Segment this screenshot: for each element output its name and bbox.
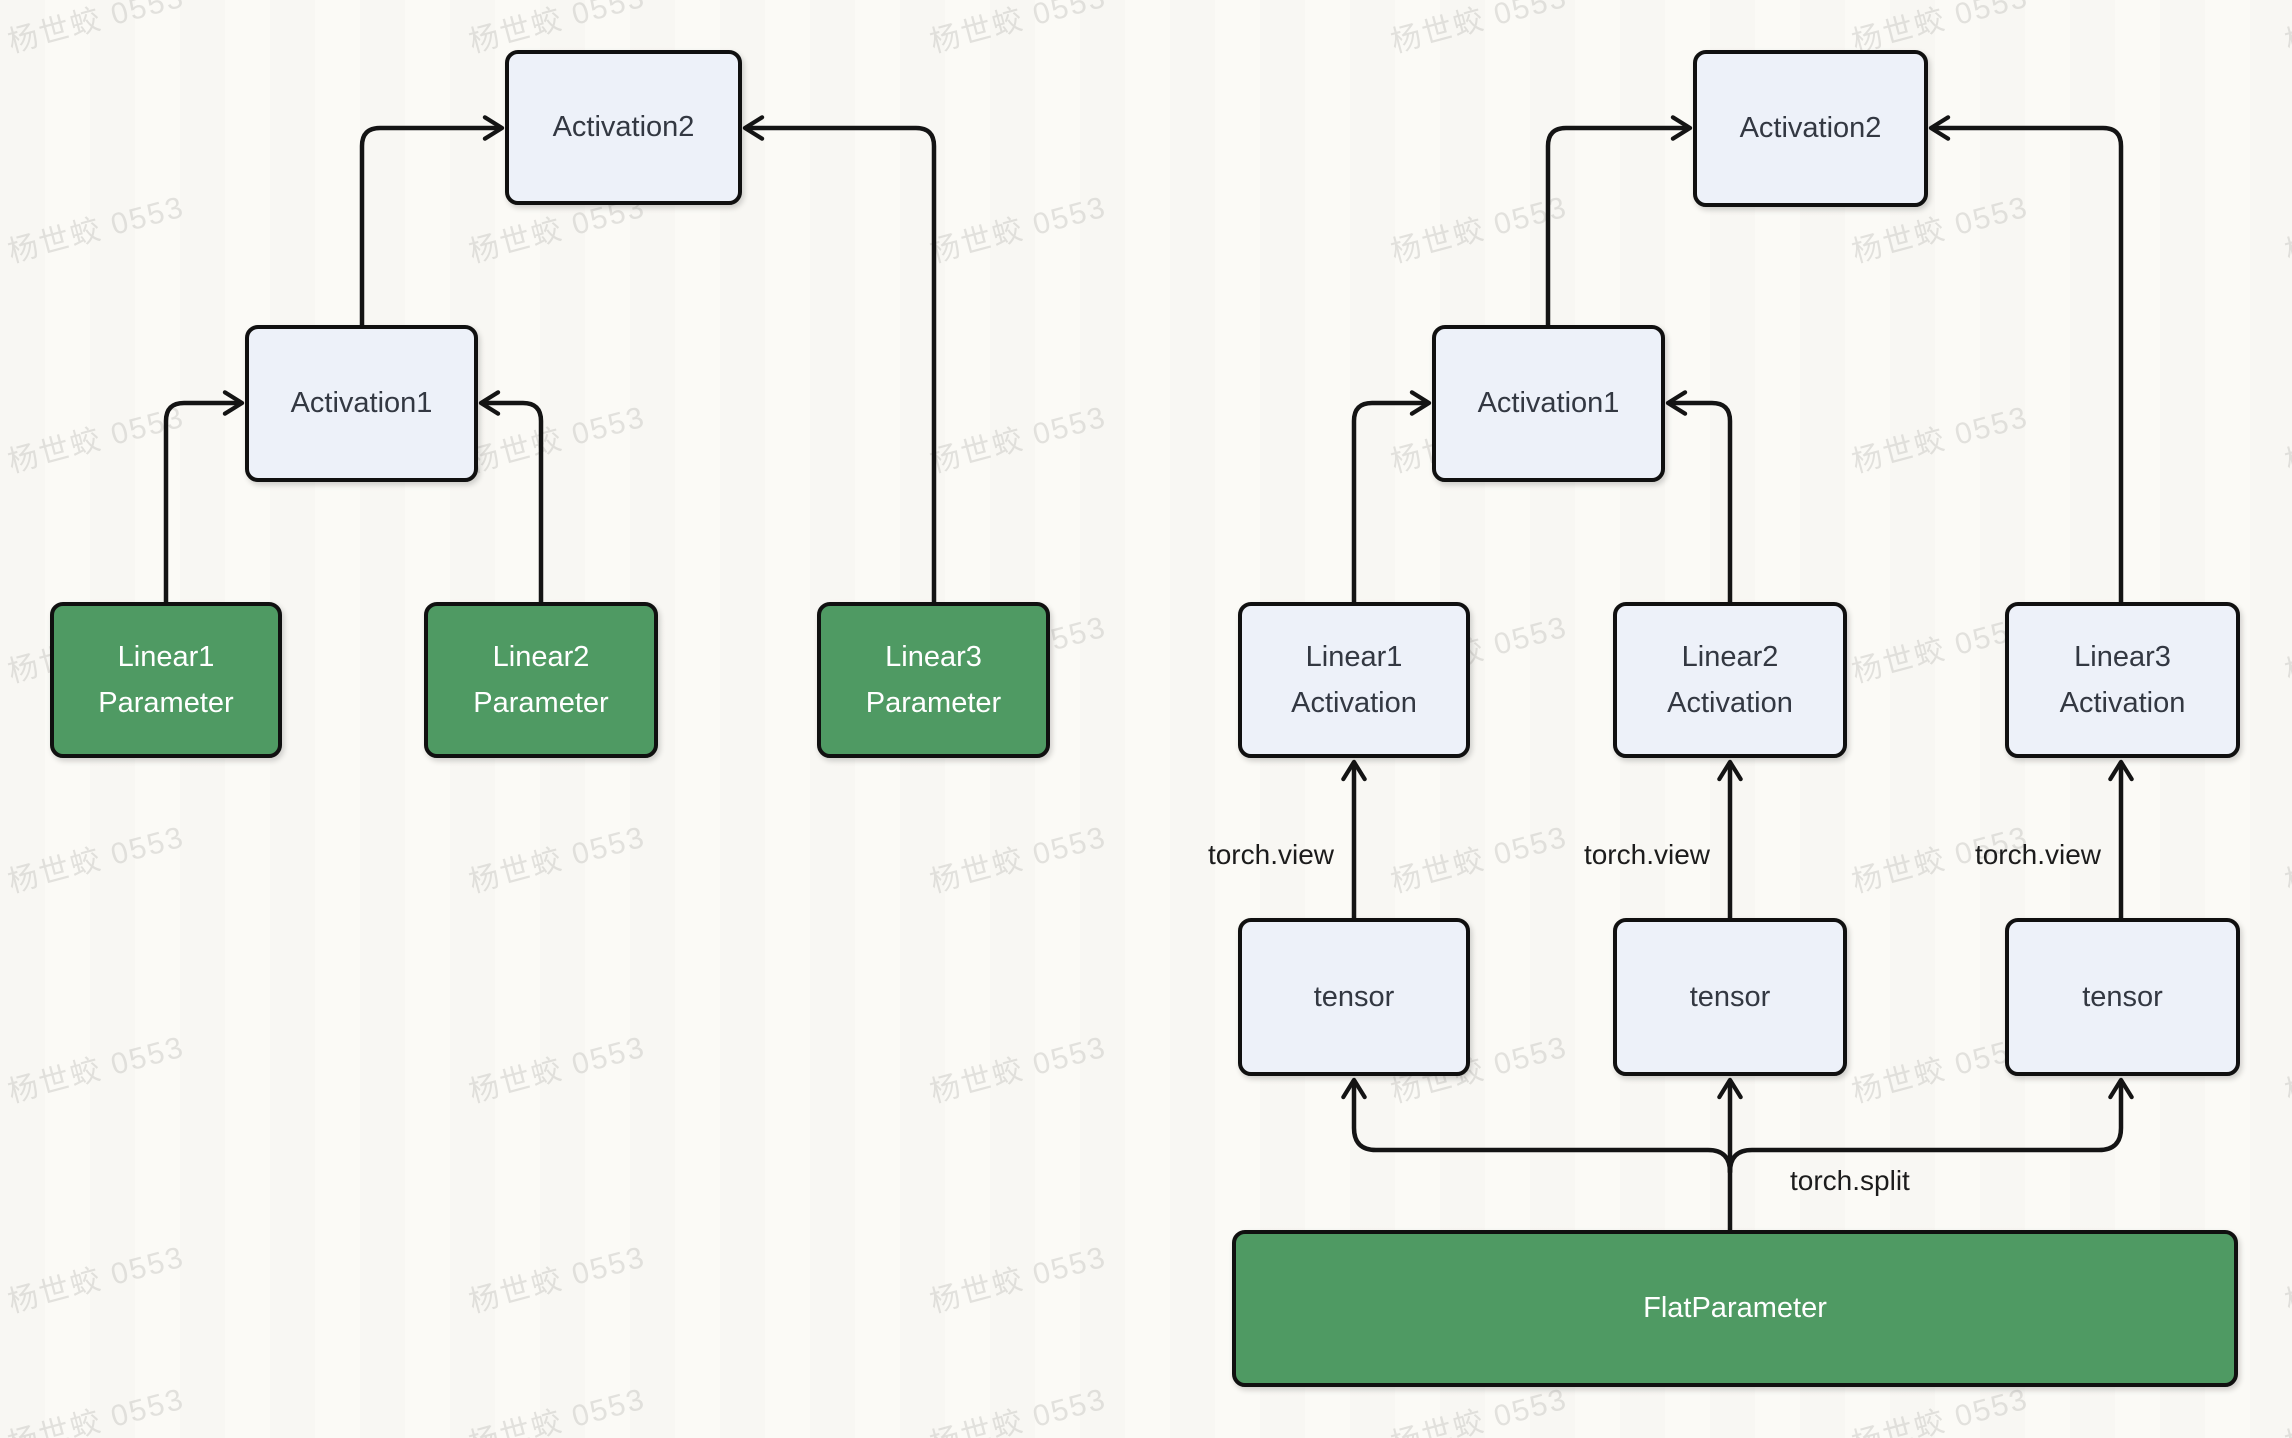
node-label-line: FlatParameter xyxy=(1643,1292,1827,1324)
watermark-text: 杨世蛟 0553 xyxy=(2281,1031,2292,1110)
watermark-text: 杨世蛟 0553 xyxy=(926,190,1111,270)
watermark-text: 杨世蛟 0553 xyxy=(2281,611,2292,690)
watermark-text: 杨世蛟 0553 xyxy=(465,820,650,900)
edge-split-left xyxy=(1341,1077,1733,1175)
watermark-text: 杨世蛟 0553 xyxy=(926,820,1111,900)
watermark-text: 杨世蛟 0553 xyxy=(2281,401,2292,480)
node-label-line: Activation1 xyxy=(290,387,433,419)
node-label-line: tensor xyxy=(1313,980,1395,1013)
torch-view-3-label: torch.view xyxy=(1974,839,2101,870)
edge-linear2act-to-activation1 xyxy=(1665,390,1733,605)
node-label-line: Activation xyxy=(1667,686,1793,719)
watermark-text: 杨世蛟 0553 xyxy=(926,1240,1111,1320)
edge-linear2param-to-activation1 xyxy=(478,390,544,605)
watermark-text: 杨世蛟 0553 xyxy=(2281,821,2292,900)
node-activation1-right: Activation1 xyxy=(1432,325,1665,482)
node-activation1-left: Activation1 xyxy=(245,325,478,482)
node-label-line: Parameter xyxy=(473,686,609,719)
node-label-line: Activation2 xyxy=(552,111,695,143)
node-label-line: Activation2 xyxy=(1739,112,1882,144)
node-label-line: Parameter xyxy=(98,686,234,719)
watermark-text: 杨世蛟 0553 xyxy=(4,0,189,60)
edge-linear1act-to-activation1 xyxy=(1351,390,1432,605)
node-activation2-right: Activation2 xyxy=(1693,50,1928,207)
watermark-text: 杨世蛟 0553 xyxy=(2281,1383,2292,1438)
watermark-text: 杨世蛟 0553 xyxy=(2281,0,2292,60)
node-label-line: Activation xyxy=(1291,686,1417,719)
edge-linear3param-to-activation2 xyxy=(742,115,937,605)
watermark-text: 杨世蛟 0553 xyxy=(926,0,1111,60)
node-label-line: Linear1 xyxy=(117,640,215,673)
watermark-text: 杨世蛟 0553 xyxy=(465,1030,650,1110)
watermark-text: 杨世蛟 0553 xyxy=(4,190,189,270)
node-label-line: Parameter xyxy=(865,686,1002,719)
watermark-text: 杨世蛟 0553 xyxy=(926,400,1111,480)
node-activation2-left: Activation2 xyxy=(505,50,742,205)
torch-split-label: torch.split xyxy=(1790,1165,1910,1196)
node-tensor1: tensor xyxy=(1238,918,1470,1076)
node-label-line: tensor xyxy=(2082,980,2163,1013)
watermark-text: 杨世蛟 0553 xyxy=(1387,0,1572,60)
node-label-line: Linear3 xyxy=(2074,640,2171,673)
node-label-line: Linear2 xyxy=(1681,640,1779,673)
watermark-text: 杨世蛟 0553 xyxy=(1387,190,1572,270)
watermark-text: 杨世蛟 0553 xyxy=(465,1382,650,1438)
watermark-text: 杨世蛟 0553 xyxy=(4,820,189,900)
edge-activation1-to-activation2-left xyxy=(359,115,505,328)
node-flat-parameter: FlatParameter xyxy=(1232,1230,2238,1387)
watermark-text: 杨世蛟 0553 xyxy=(2281,191,2292,270)
watermark-text: 杨世蛟 0553 xyxy=(2281,1241,2292,1320)
watermark-text: 杨世蛟 0553 xyxy=(465,400,650,480)
watermark-text: 杨世蛟 0553 xyxy=(926,1030,1111,1110)
node-label-line: Activation1 xyxy=(1477,387,1620,419)
node-label-line: Linear3 xyxy=(885,640,982,673)
watermark-text: 杨世蛟 0553 xyxy=(4,1030,189,1110)
torch-view-1-label: torch.view xyxy=(1207,839,1334,870)
node-label-line: tensor xyxy=(1689,980,1771,1013)
node-tensor2: tensor xyxy=(1613,918,1847,1076)
torch-view-2-label: torch.view xyxy=(1583,839,1710,870)
watermark-text: 杨世蛟 0553 xyxy=(926,1382,1111,1438)
edge-linear1param-to-activation1 xyxy=(163,390,245,605)
edge-linear3act-to-activation2 xyxy=(1928,115,2124,605)
node-label-line: Activation xyxy=(2059,686,2186,719)
node-label-line: Linear2 xyxy=(492,640,590,673)
watermark-text: 杨世蛟 0553 xyxy=(4,1240,189,1320)
node-label-line: Linear1 xyxy=(1305,640,1403,673)
watermark-text: 杨世蛟 0553 xyxy=(4,400,189,480)
watermark-text: 杨世蛟 0553 xyxy=(1848,400,2033,480)
watermark-text: 杨世蛟 0553 xyxy=(4,1382,189,1438)
edge-activation1-to-activation2-right xyxy=(1545,115,1693,328)
watermark-text: 杨世蛟 0553 xyxy=(465,1240,650,1320)
node-tensor3: tensor xyxy=(2005,918,2240,1076)
edge-split-right xyxy=(1727,1077,2134,1175)
